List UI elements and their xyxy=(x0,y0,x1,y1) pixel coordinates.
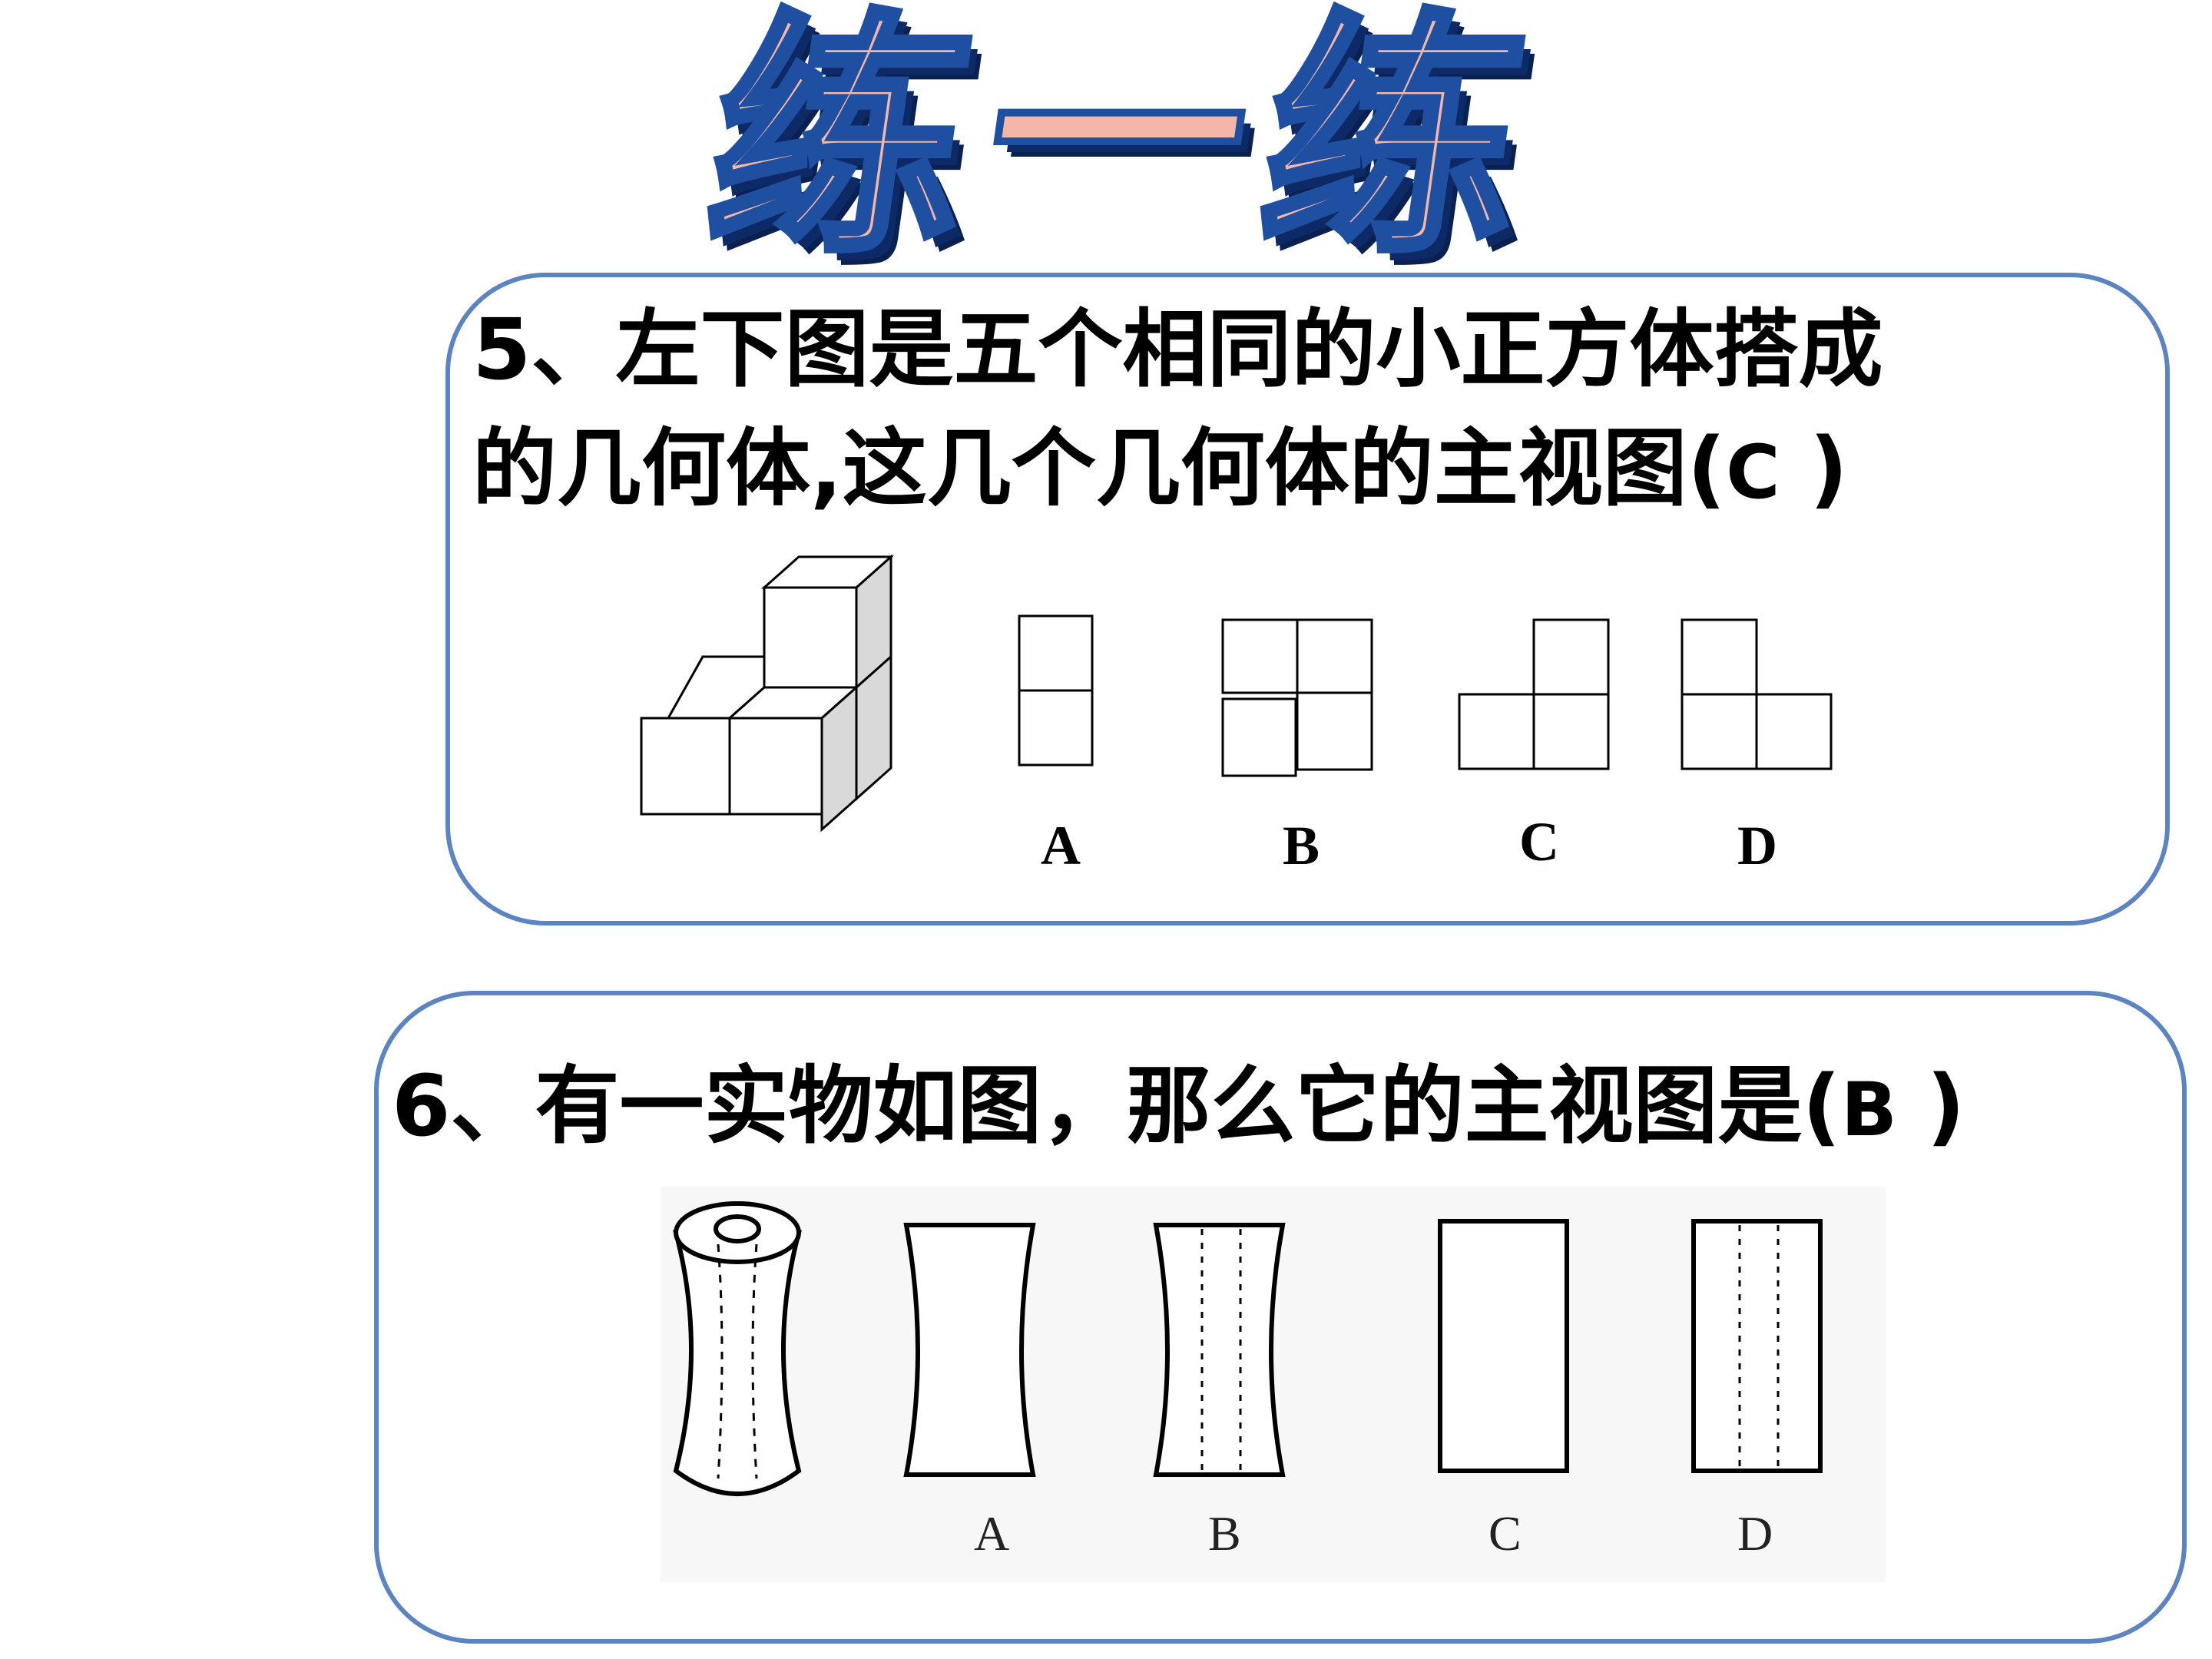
question-6-label-c: C xyxy=(1488,1506,1522,1561)
question-6-answer: B xyxy=(1840,1067,1897,1153)
question-5-label-c: C xyxy=(1519,811,1559,873)
question-5-option-b-figure xyxy=(1221,618,1373,777)
question-5-line-2: 的几何体,这几个几何体的主视图(C ) xyxy=(472,419,1848,522)
question-5-answer: C xyxy=(1726,429,1780,515)
question-5-label-b: B xyxy=(1283,815,1320,876)
page-title: 练一练 xyxy=(690,0,1568,290)
question-6-text: 6、有一实物如图，那么它的主视图是(B ) xyxy=(392,1056,1965,1160)
question-6-close: ) xyxy=(1896,1057,1965,1155)
question-6-card xyxy=(374,991,2187,1644)
question-5-line-1: 5、左下图是五个相同的小正方体搭成 xyxy=(472,300,1883,399)
question-5-option-c-figure xyxy=(1458,618,1610,770)
question-6-option-b-figure xyxy=(1153,1223,1286,1477)
question-5-solid-figure xyxy=(640,554,894,833)
question-6-option-c-figure xyxy=(1438,1219,1569,1473)
question-6-option-d-figure xyxy=(1691,1219,1823,1473)
question-6-object-figure xyxy=(673,1201,802,1496)
title-banner: 练一练 xyxy=(614,0,1644,307)
question-5-label-a: A xyxy=(1041,815,1081,876)
question-5-option-d-figure xyxy=(1681,618,1833,770)
question-5-label-d: D xyxy=(1737,815,1777,876)
question-5-line-2-close: ) xyxy=(1780,419,1849,518)
question-6-prompt: 6、有一实物如图，那么它的主视图是( xyxy=(392,1057,1841,1155)
question-6-option-a-figure xyxy=(903,1223,1036,1477)
question-6-label-a: A xyxy=(974,1506,1010,1561)
question-5-line-2-text: 的几何体,这几个几何体的主视图( xyxy=(472,419,1727,518)
question-6-label-d: D xyxy=(1737,1506,1773,1561)
question-5-option-a-figure xyxy=(1018,614,1094,767)
question-5-card xyxy=(445,273,2170,926)
question-6-label-b: B xyxy=(1208,1506,1241,1561)
